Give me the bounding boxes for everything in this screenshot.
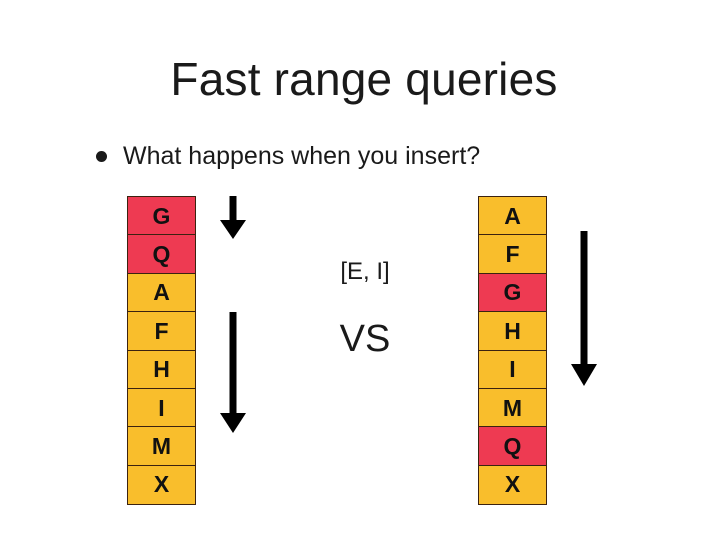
bullet-item-label: What happens when you insert?: [123, 142, 481, 170]
down-arrow-icon: [568, 231, 600, 387]
bullet-list-item: What happens when you insert?: [96, 142, 480, 171]
array-cell: H: [127, 349, 196, 390]
range-query-label: [E, I]: [340, 258, 390, 285]
array-cell: H: [478, 311, 547, 352]
array-cell: A: [478, 196, 547, 236]
versus-label: VS: [339, 318, 391, 360]
bullet-dot-icon: [96, 151, 107, 162]
sorted-array-column: A F G H I M Q X: [478, 196, 547, 505]
array-cell: F: [478, 234, 547, 275]
unsorted-array-column: G Q A F H I M X: [127, 196, 196, 505]
array-cell: X: [478, 464, 547, 505]
page-title: Fast range queries: [170, 53, 558, 105]
array-cell: X: [127, 464, 196, 505]
array-cell: A: [127, 272, 196, 313]
array-cell: F: [127, 311, 196, 352]
array-cell: I: [478, 349, 547, 390]
down-arrow-icon: [217, 196, 249, 240]
array-cell: G: [478, 272, 547, 313]
array-cell: I: [127, 388, 196, 429]
down-arrow-icon: [217, 312, 249, 434]
array-cell: M: [478, 388, 547, 429]
array-cell: M: [127, 426, 196, 467]
array-cell: Q: [478, 426, 547, 467]
array-cell: G: [127, 196, 196, 236]
array-cell: Q: [127, 234, 196, 275]
